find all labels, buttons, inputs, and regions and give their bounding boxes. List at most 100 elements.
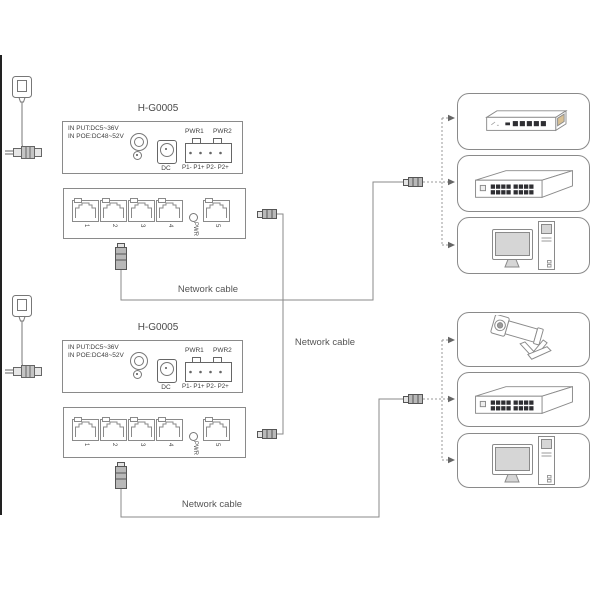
pwr1-label: PWR1 xyxy=(185,128,204,135)
pc-icon xyxy=(491,435,555,485)
rj45-plug-icon xyxy=(257,209,277,219)
endpoint-box-camera xyxy=(457,312,590,367)
device-model-label: H-G0005 xyxy=(137,322,179,333)
arrow-icon xyxy=(448,114,455,122)
network-cable-path-port5-link xyxy=(277,213,284,435)
dc-plug-icon xyxy=(5,365,42,378)
endpoint-box-router xyxy=(457,93,590,150)
input-spec-line1: IN PUT:DC5~36V xyxy=(68,344,119,351)
terminal-labels: P1- P1+ P2- P2+ xyxy=(182,383,229,390)
round-connector-inner-icon xyxy=(134,137,144,147)
device-group-2: H-G0005 IN PUT:DC5~36V IN POE:DC48~52V D… xyxy=(0,285,600,497)
arrow-icon xyxy=(448,336,455,344)
uplink-port xyxy=(556,112,565,127)
cable-label-middle: Network cable xyxy=(294,337,356,348)
arrow-icon xyxy=(448,241,455,249)
dc-plug-icon xyxy=(5,146,42,159)
rj45-port-icon xyxy=(128,198,155,222)
rj45-port-icon xyxy=(100,198,127,222)
device-front-panel: IN PUT:DC5~36V IN POE:DC48~52V DC PWR1 P… xyxy=(62,121,243,174)
screw-dot xyxy=(136,154,138,156)
port-label-2: 2 xyxy=(111,443,117,447)
monitor-screen xyxy=(494,446,530,471)
rj45-plug-icon xyxy=(115,243,127,270)
device-front-panel: IN PUT:DC5~36V IN POE:DC48~52V DC PWR1 P… xyxy=(62,340,243,393)
port-label-4: 4 xyxy=(167,224,173,228)
terminal-block-icon xyxy=(185,138,232,163)
left-border-artifact xyxy=(0,55,2,515)
rj45-port-icon xyxy=(156,417,183,441)
arrow-icons xyxy=(448,114,455,464)
camera-icon xyxy=(489,314,552,360)
arrow-icon xyxy=(448,178,455,186)
cable-label-bottom: Network cable xyxy=(181,499,243,510)
input-spec-line1: IN PUT:DC5~36V xyxy=(68,125,119,132)
pwr2-label: PWR2 xyxy=(213,128,232,135)
rj45-port-icon xyxy=(203,417,230,441)
rj45-port-icon xyxy=(72,198,99,222)
endpoint-box-switch-top xyxy=(457,155,590,212)
dc-jack-pin xyxy=(165,367,167,369)
arrow-icon xyxy=(448,456,455,464)
port-label-2: 2 xyxy=(111,224,117,228)
endpoint-box-pc-bottom xyxy=(457,433,590,488)
endpoint-box-switch-bottom xyxy=(457,372,590,427)
input-spec-line2: IN POE:DC48~52V xyxy=(68,133,124,140)
rj45-port-icon xyxy=(156,198,183,222)
pc-icon xyxy=(491,220,555,270)
pwr1-label: PWR1 xyxy=(185,347,204,354)
switch-label-plate xyxy=(479,400,486,407)
dc-label: DC xyxy=(161,384,171,391)
rj45-port-icon xyxy=(128,417,155,441)
screw-dot xyxy=(136,373,138,375)
monitor-stand xyxy=(503,473,520,482)
switch-label-plate xyxy=(479,184,486,191)
terminal-labels: P1- P1+ P2- P2+ xyxy=(182,164,229,171)
dc-jack-barrel-icon xyxy=(160,362,174,376)
rj45-plug-icon xyxy=(403,177,423,187)
port-label-1: 1 xyxy=(83,443,89,447)
power-cord xyxy=(21,102,30,153)
pwr2-label: PWR2 xyxy=(213,347,232,354)
round-connector-inner-icon xyxy=(134,356,144,366)
monitor-screen xyxy=(494,231,530,256)
device-model-label: H-G0005 xyxy=(137,103,179,114)
port-label-3: 3 xyxy=(139,443,145,447)
power-adapter-icon xyxy=(5,295,42,378)
monitor-stand xyxy=(503,258,520,267)
power-led-icon xyxy=(189,213,198,222)
router-icon xyxy=(484,109,568,131)
power-adapter-icon xyxy=(5,76,42,159)
port-label-4: 4 xyxy=(167,443,173,447)
rj45-plug-icon xyxy=(257,429,277,439)
dc-jack-pin xyxy=(165,148,167,150)
dc-label: DC xyxy=(161,165,171,172)
power-led-label: PWR xyxy=(192,441,198,455)
port-label-3: 3 xyxy=(139,224,145,228)
network-cable-path-device2-to-bottom-group xyxy=(120,398,403,518)
switch-icon xyxy=(474,385,573,414)
endpoint-box-pc-top xyxy=(457,217,590,274)
power-led-label: PWR xyxy=(192,222,198,236)
device-port-panel: 1 2 3 4 PWR 5 xyxy=(63,407,246,458)
device-port-panel: 1 2 3 4 PWR 5 xyxy=(63,188,246,239)
rj45-plug-icon xyxy=(115,462,127,489)
port-label-1: 1 xyxy=(83,224,89,228)
switch-icon xyxy=(474,169,573,198)
cable-label-top: Network cable xyxy=(177,284,239,295)
rj45-port-icon xyxy=(203,198,230,222)
input-spec-line2: IN POE:DC48~52V xyxy=(68,352,124,359)
rj45-plug-icon xyxy=(403,394,423,404)
rj45-port-icon xyxy=(100,417,127,441)
terminal-block-icon xyxy=(185,357,232,382)
power-led-icon xyxy=(189,432,198,441)
port-label-5: 5 xyxy=(214,224,220,228)
power-cord xyxy=(21,321,30,372)
port-label-5: 5 xyxy=(214,443,220,447)
network-cable-path-device1-to-top-group xyxy=(120,181,403,301)
dc-jack-barrel-icon xyxy=(160,143,174,157)
rj45-port-icon xyxy=(72,417,99,441)
arrow-icon xyxy=(448,395,455,403)
